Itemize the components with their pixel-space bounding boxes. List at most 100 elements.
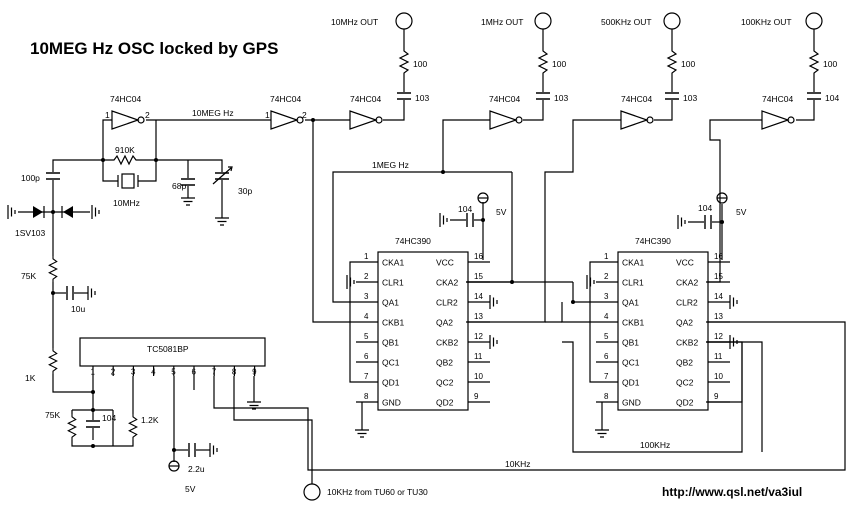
counter-2-pin-number: 1 xyxy=(604,252,609,261)
counter-2-pin-label: QC2 xyxy=(676,378,694,388)
counter-1-pin-number: 2 xyxy=(364,272,369,281)
counter-1-pin-label: CKB1 xyxy=(382,318,404,328)
counter-1-pin-number: 16 xyxy=(474,252,483,261)
loop-cap-label: 104 xyxy=(102,413,116,423)
counter-1-pin-number: 13 xyxy=(474,312,483,321)
inverter-500khz: 74HC04 xyxy=(620,94,654,130)
counter-2-pin-number: 6 xyxy=(604,352,609,361)
inverter-10mhz: 74HC04 xyxy=(349,94,383,130)
inverter-osc: 74HC04 1 2 xyxy=(105,94,150,130)
output-100khz-capacitor: 104 xyxy=(825,93,839,103)
counter-1-pin-label: QD2 xyxy=(436,398,454,408)
cap-100p-label: 100p xyxy=(21,173,40,183)
counter-2: 74HC3901CKA12CLR13QA14CKB15QB16QC17QD18G… xyxy=(586,236,738,438)
output-100khz-resistor: 100 xyxy=(823,59,837,69)
inverter-100khz: 74HC04 xyxy=(761,94,795,130)
counter-2-pin-label: GND xyxy=(622,398,641,408)
output-500khz-resistor: 100 xyxy=(681,59,695,69)
counter-1-pin-number: 7 xyxy=(364,372,369,381)
counter-1-pin-number: 8 xyxy=(364,392,369,401)
counter-2-pin-label: QD2 xyxy=(676,398,694,408)
filter-cap-label: 10u xyxy=(71,304,85,314)
counter-2-bypass-label: 104 xyxy=(698,203,712,213)
reference-input-label: 10KHz from TU60 or TU30 xyxy=(327,487,428,497)
pll-ic-pin-number: 6 xyxy=(192,368,197,377)
counter-1-pin-number: 15 xyxy=(474,272,483,281)
counter-1-bypass: 104 5V xyxy=(439,192,507,260)
output-10mhz-resistor: 100 xyxy=(413,59,427,69)
inverter-100khz-label: 74HC04 xyxy=(762,94,793,104)
counter-2-pin-number: 10 xyxy=(714,372,723,381)
counter-2-pin-label: QA2 xyxy=(676,318,693,328)
counter-2-pin-number: 11 xyxy=(714,352,723,361)
inverter-osc-label: 74HC04 xyxy=(110,94,141,104)
pll-supply-label: 5V xyxy=(185,484,196,494)
output-10mhz-capacitor: 103 xyxy=(415,93,429,103)
counter-2-vcc-label: 5V xyxy=(736,207,747,217)
counter-1-pin-label: QA2 xyxy=(436,318,453,328)
output-500khz-label: 500KHz OUT xyxy=(601,17,652,27)
counter-1-pin-number: 4 xyxy=(364,312,369,321)
counter-1-pin-number: 6 xyxy=(364,352,369,361)
counter-1: 74HC3901CKA12CLR13QA14CKB15QB16QC17QD18G… xyxy=(346,236,498,438)
inverter-500khz-label: 74HC04 xyxy=(621,94,652,104)
net-10khz-label: 10KHz xyxy=(505,459,531,469)
feedback-resistor-label: 910K xyxy=(115,145,135,155)
counter-2-pin-label: QD1 xyxy=(622,378,640,388)
reference-input-connector xyxy=(303,483,321,501)
counter-1-pin-label: QC1 xyxy=(382,358,400,368)
pll-ic-name: TC5081BP xyxy=(147,344,189,354)
output-1mhz-connector xyxy=(534,12,552,30)
source-url: http://www.qsl.net/va3iul xyxy=(662,485,802,499)
pll-ic-pin-number: 3 xyxy=(131,368,136,377)
counter-2-pin-label: CKA1 xyxy=(622,258,644,268)
counter-2-pin-number: 5 xyxy=(604,332,609,341)
counter-2-pin-number: 13 xyxy=(714,312,723,321)
counter-2-pin-number: 8 xyxy=(604,392,609,401)
counter-2-name: 74HC390 xyxy=(635,236,671,246)
counter-1-pin-label: CKB2 xyxy=(436,338,458,348)
counter-1-pin-label: CLR2 xyxy=(436,298,458,308)
counter-1-pin-number: 1 xyxy=(364,252,369,261)
counter-1-pin-label: QA1 xyxy=(382,298,399,308)
counter-1-pin-label: CKA2 xyxy=(436,278,458,288)
trimmer-label: 30p xyxy=(238,186,252,196)
counter-1-pin-label: GND xyxy=(382,398,401,408)
pll-ic-pin-number: 9 xyxy=(252,368,257,377)
inverter-buffer-1-label: 74HC04 xyxy=(270,94,301,104)
counter-1-pin-number: 10 xyxy=(474,372,483,381)
counter-2-pin-label: CKB1 xyxy=(622,318,644,328)
output-500khz: 500KHz OUT 100 103 xyxy=(601,12,697,121)
loop-resistor2-label: 1.2K xyxy=(141,415,159,425)
counter-1-pin-label: CLR1 xyxy=(382,278,404,288)
counter-2-pin-label: QB2 xyxy=(676,358,693,368)
output-10mhz-label: 10MHz OUT xyxy=(331,17,378,27)
inverter-1mhz: 74HC04 xyxy=(489,94,523,130)
schematic-title: 10MEG Hz OSC locked by GPS xyxy=(30,39,278,58)
counter-2-pin-label: CKB2 xyxy=(676,338,698,348)
output-100khz: 100KHz OUT 100 104 xyxy=(741,12,839,121)
pll-ic-pin-number: 4 xyxy=(151,368,156,377)
counter-1-pin-label: QB2 xyxy=(436,358,453,368)
counter-2-pin-number: 15 xyxy=(714,272,723,281)
counter-2-pin-label: CKA2 xyxy=(676,278,698,288)
pll-ic-body xyxy=(79,337,266,367)
counter-1-pin-label: QD1 xyxy=(382,378,400,388)
counter-2-pin-label: CLR2 xyxy=(676,298,698,308)
counter-2-bypass: 104 5V xyxy=(677,192,747,260)
supply-cap-label: 2.2u xyxy=(188,464,205,474)
counter-2-pin-number: 3 xyxy=(604,292,609,301)
output-10mhz-connector xyxy=(395,12,413,30)
varactor-label: 1SV103 xyxy=(15,228,46,238)
output-1mhz-capacitor: 103 xyxy=(554,93,568,103)
counter-2-pin-label: QB1 xyxy=(622,338,639,348)
counter-2-pin-number: 16 xyxy=(714,252,723,261)
crystal-label: 10MHz xyxy=(113,198,140,208)
counter-1-bypass-label: 104 xyxy=(458,204,472,214)
net-1meg-label: 1MEG Hz xyxy=(372,160,409,170)
cap-68p-label: 68p xyxy=(172,181,186,191)
inverter-osc-pin-out: 2 xyxy=(145,110,150,120)
counter-2-pin-number: 2 xyxy=(604,272,609,281)
